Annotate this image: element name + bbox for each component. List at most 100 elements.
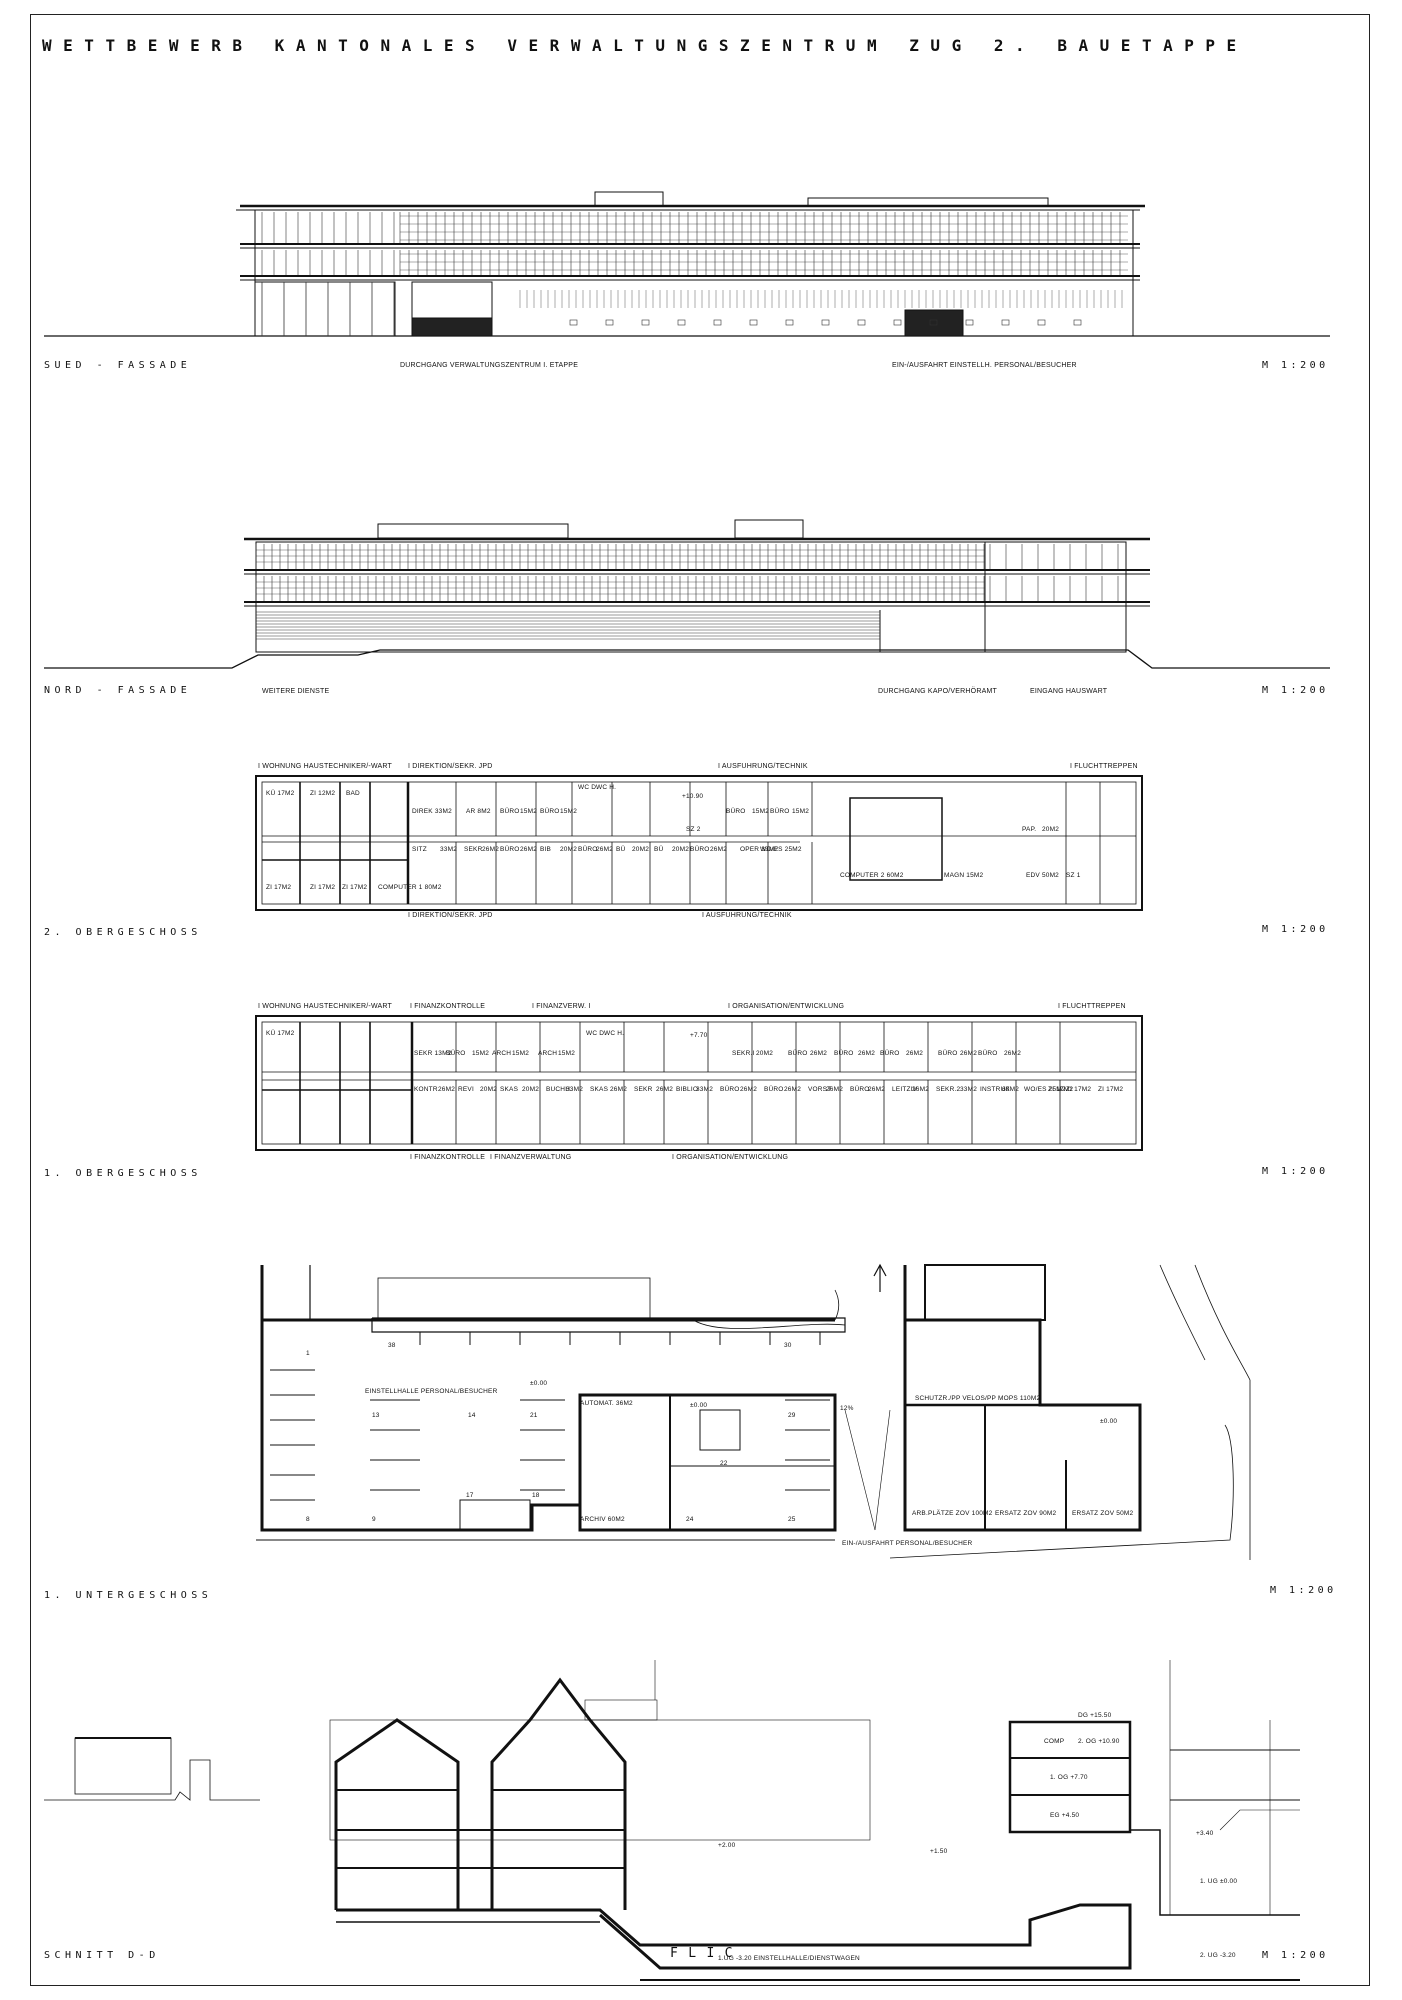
ug1-stall-5: 21: [530, 1412, 538, 1419]
og1-room-22: 26M2: [1004, 1050, 1022, 1057]
og1-room-46: 26M2: [912, 1086, 930, 1093]
schnitt-level-7: +1.50: [930, 1848, 948, 1855]
nord-scale: M 1:200: [1262, 685, 1329, 696]
sued-note-durchgang: DURCHGANG VERWALTUNGSZENTRUM I. ETAPPE: [400, 362, 579, 369]
og1-note-top-3: I FINANZVERW. I: [532, 1003, 591, 1010]
schnitt-level-3: 1. OG +7.70: [1050, 1774, 1088, 1781]
og1-room-20: 26M2: [960, 1050, 978, 1057]
ug1-room-0: EINSTELLHALLE PERSONAL/BESUCHER: [365, 1388, 498, 1395]
ug1-stall-3: 13: [372, 1412, 380, 1419]
og1-room-17: BÜRO: [880, 1050, 900, 1057]
og2-room-21: 26M2: [482, 846, 500, 853]
og2-room-6: 15M2: [520, 808, 538, 815]
nord-note-kapo: DURCHGANG KAPO/VERHÖRAMT: [878, 688, 997, 695]
og1-room-29: BUCHH.: [546, 1086, 573, 1093]
schnitt-level-4: EG +4.50: [1050, 1812, 1080, 1819]
og1-note-bot-2: I FINANZVERWALTUNG: [490, 1154, 572, 1161]
og2-room-37: ZI 17M2: [310, 884, 336, 891]
og1-room-37: BÜRO: [720, 1086, 740, 1093]
og1-room-4: ARCH: [492, 1050, 512, 1057]
ug1-stall-13: 25: [788, 1516, 796, 1523]
og2-room-38: ZI 17M2: [342, 884, 368, 891]
og2-room-16: PAP.: [1022, 826, 1037, 833]
ug1-scale: M 1:200: [1270, 1585, 1337, 1596]
sued-fassade-label: SUED - FASSADE: [44, 360, 192, 371]
og1-room-10: +7.70: [690, 1032, 708, 1039]
og2-room-24: BIB: [540, 846, 552, 853]
og2-room-19: 33M2: [440, 846, 458, 853]
og2-room-8: 15M2: [560, 808, 578, 815]
og1-room-11: SEKR.I: [732, 1050, 755, 1057]
sued-note-einfahrt: EIN-/AUSFAHRT EINSTELLH. PERSONAL/BESUCH…: [892, 362, 1077, 369]
ug1-stall-10: 8: [306, 1516, 310, 1523]
og1-room-26: 20M2: [480, 1086, 498, 1093]
og1-room-39: BÜRO: [764, 1086, 784, 1093]
og1-room-9: WC H.: [604, 1030, 625, 1037]
og2-room-26: BÜRO: [578, 846, 598, 853]
og2-room-36: ZI 17M2: [266, 884, 292, 891]
og2-room-32: BÜRO: [690, 846, 710, 853]
og2-room-15: 15M2: [792, 808, 810, 815]
ug1-stall-8: 17: [466, 1492, 474, 1499]
sued-fassade-grid: [261, 212, 1128, 336]
og1-room-45: LEITZIV: [892, 1086, 918, 1093]
ug1-room-7: ARB.PLÄTZE ZOV 100M2: [912, 1510, 993, 1517]
og1-room-0: KÜ 17M2: [266, 1030, 295, 1037]
schnitt-level-2: 2. OG +10.90: [1078, 1738, 1120, 1745]
og2-room-31: 20M2: [672, 846, 690, 853]
nord-fassade-label: NORD - FASSADE: [44, 685, 192, 696]
og1-room-16: 26M2: [858, 1050, 876, 1057]
og1-room-48: 33M2: [960, 1086, 978, 1093]
og1-room-31: SKAS: [590, 1086, 609, 1093]
og2-room-12: BÜRO: [726, 808, 746, 815]
ug1-room-6: ±0.00: [1100, 1418, 1118, 1425]
og2-room-22: BÜRO: [500, 846, 520, 853]
og2-room-43: SZ 1: [1066, 872, 1081, 879]
og1-note-top-2: I FINANZKONTROLLE: [410, 1003, 486, 1010]
og1-room-3: 15M2: [472, 1050, 490, 1057]
og1-room-2: BÜRO: [446, 1050, 466, 1057]
og1-room-34: 26M2: [656, 1086, 674, 1093]
og1-room-38: 26M2: [740, 1086, 758, 1093]
og2-room-44: SZ 2: [686, 826, 701, 833]
ug1-label: 1. UNTERGESCHOSS: [44, 1590, 213, 1601]
schnitt-label: SCHNITT D-D: [44, 1950, 160, 1961]
og1-room-5: 15M2: [512, 1050, 530, 1057]
og1-note-top-4: I ORGANISATION/ENTWICKLUNG: [728, 1003, 845, 1010]
sued-scale: M 1:200: [1262, 360, 1329, 371]
og2-room-7: BÜRO: [540, 808, 560, 815]
schnitt-drawing: [44, 1660, 1300, 1981]
og2-room-35: WO/ES 25M2: [760, 846, 802, 853]
ug1-room-1: ±0.00: [530, 1380, 548, 1387]
og1-note-top-1: I WOHNUNG HAUSTECHNIKER/-WART: [258, 1003, 393, 1010]
og1-room-1: SEKR 13M2: [414, 1050, 452, 1057]
ug1-stall-7: 22: [720, 1460, 728, 1467]
ug1-room-11: EIN-/AUSFAHRT PERSONAL/BESUCHER: [842, 1540, 973, 1547]
ug1-room-10: 12%: [840, 1405, 854, 1412]
schnitt-level-5: +3.40: [1196, 1830, 1214, 1837]
og1-room-28: 20M2: [522, 1086, 540, 1093]
og1-room-42: 26M2: [826, 1086, 844, 1093]
og2-room-29: 20M2: [632, 846, 650, 853]
og2-room-40: COMPUTER 2 60M2: [840, 872, 904, 879]
nord-fassade-grid: [255, 544, 1119, 640]
og1-room-27: SKAS: [500, 1086, 519, 1093]
og1-room-51: WO/ES 25M2: [1024, 1086, 1066, 1093]
og2-room-2: BAD: [346, 790, 360, 797]
ug1-stall-4: 14: [468, 1412, 476, 1419]
og1-room-41: VORST: [808, 1086, 832, 1093]
og2-note-bot-2: I AUSFUHRUNG/TECHNIK: [702, 912, 792, 919]
og2-room-9: WC D.: [578, 784, 599, 791]
ug1-stall-6: 29: [788, 1412, 796, 1419]
og1-room-13: BÜRO: [788, 1050, 808, 1057]
og2-room-17: 20M2: [1042, 826, 1060, 833]
og1-room-40: 26M2: [784, 1086, 802, 1093]
ug1-stall-0: 38: [388, 1342, 396, 1349]
og1-room-54: ZI 17M2: [1098, 1086, 1124, 1093]
og1-room-18: 26M2: [906, 1050, 924, 1057]
og1-plan: [255, 1015, 1143, 1151]
og2-note-top-4: I FLUCHTTREPPEN: [1070, 763, 1138, 770]
nord-fassade-drawing: [44, 519, 1330, 669]
og1-room-32: 26M2: [610, 1086, 628, 1093]
